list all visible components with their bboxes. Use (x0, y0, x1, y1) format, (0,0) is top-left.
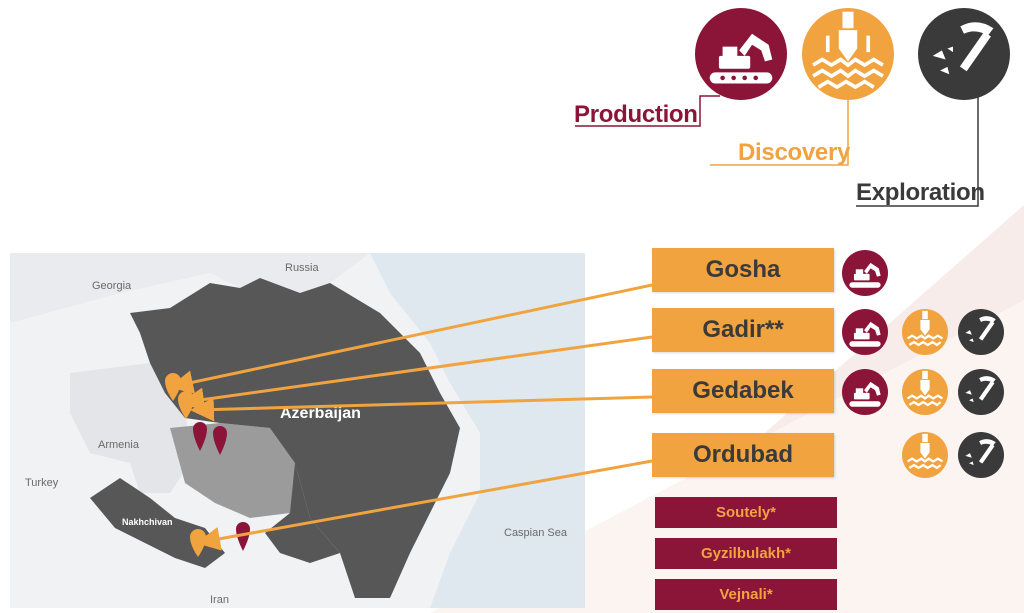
production-label: Production (574, 101, 698, 128)
gadir-drill-icon (902, 309, 948, 355)
map-svg: Russia Georgia Azerbaijan Armenia Turkey… (10, 253, 585, 608)
site-gedabek: Gedabek (652, 369, 834, 413)
armenia-area (70, 363, 190, 493)
label-azerbaijan: Azerbaijan (280, 405, 361, 422)
ordubad-pickaxe-icon (958, 432, 1004, 478)
exploration-label: Exploration (856, 179, 985, 206)
label-armenia: Armenia (98, 439, 140, 451)
pin-soutely (193, 422, 207, 451)
gedabek-excavator-icon (842, 369, 888, 415)
label-russia: Russia (285, 262, 320, 274)
nakhchivan-area (90, 478, 225, 568)
gadir-excavator-icon (842, 309, 888, 355)
discovery-legend-icon (802, 8, 894, 100)
gedabek-drill-icon (902, 369, 948, 415)
label-georgia: Georgia (92, 280, 132, 292)
site-ordubad: Ordubad (652, 433, 834, 477)
site-soutely: Soutely* (655, 497, 837, 528)
ordubad-drill-icon (902, 432, 948, 478)
pin-vejnali (236, 522, 250, 551)
exploration-legend-icon (918, 8, 1010, 100)
production-legend-icon (695, 8, 787, 100)
discovery-label: Discovery (738, 139, 851, 166)
gosha-excavator-icon (842, 250, 888, 296)
site-gadir: Gadir** (652, 308, 834, 352)
site-gyzilbulakh: Gyzilbulakh* (655, 538, 837, 569)
site-vejnali: Vejnali* (655, 579, 837, 610)
label-turkey: Turkey (25, 477, 59, 489)
label-nakhchivan: Nakhchivan (122, 517, 173, 527)
azerbaijan-map: Russia Georgia Azerbaijan Armenia Turkey… (10, 253, 585, 608)
label-iran: Iran (210, 594, 229, 606)
gedabek-pickaxe-icon (958, 369, 1004, 415)
pin-gyzilbulakh (213, 426, 227, 455)
russia-area (10, 253, 370, 323)
gadir-pickaxe-icon (958, 309, 1004, 355)
label-caspian-sea: Caspian Sea (504, 527, 568, 539)
site-gosha: Gosha (652, 248, 834, 292)
